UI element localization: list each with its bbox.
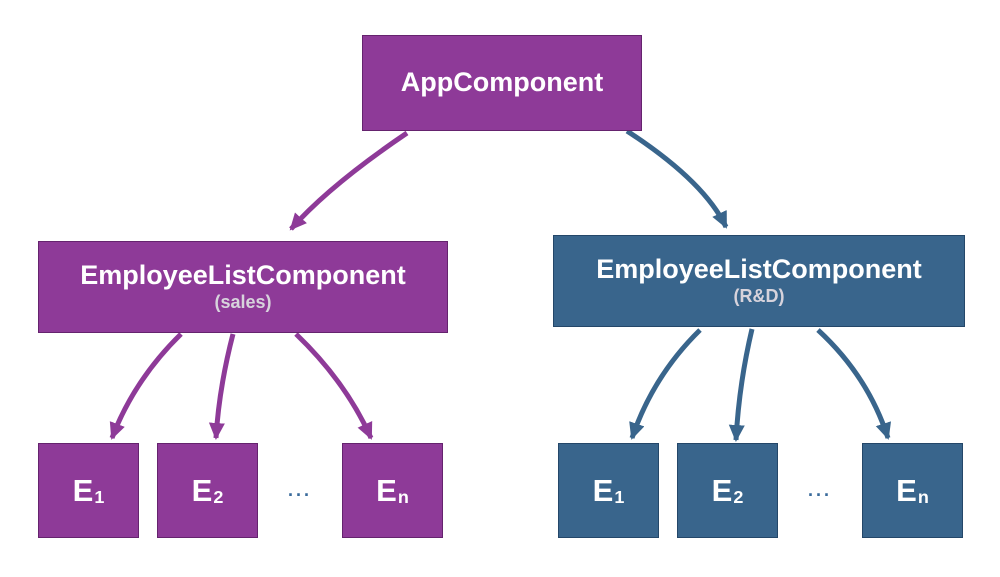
arrow-sales-to-e1	[109, 332, 183, 440]
arrow-rnd-to-e1	[629, 328, 702, 440]
arrow-sales-to-e2	[208, 333, 236, 440]
employee-label: En	[896, 472, 929, 508]
employee-label: E1	[72, 472, 105, 508]
node-subtitle: (R&D)	[733, 286, 785, 307]
node-sales-employee-2: E2	[157, 443, 258, 538]
node-sales-employee-n: En	[342, 443, 443, 538]
node-rnd-employee-n: En	[862, 443, 963, 538]
employee-label: En	[376, 472, 409, 508]
node-subtitle: (sales)	[214, 292, 272, 313]
node-employee-list-rnd: EmployeeListComponent (R&D)	[553, 235, 965, 327]
employee-label: E2	[191, 472, 224, 508]
employee-label: E2	[711, 472, 744, 508]
node-rnd-employee-2: E2	[677, 443, 778, 538]
node-title: AppComponent	[400, 67, 604, 98]
employee-label-subscript: n	[397, 487, 409, 508]
employee-label-subscript: n	[917, 487, 929, 508]
arrow-app-to-sales-list	[289, 130, 409, 231]
node-app-component: AppComponent	[362, 35, 642, 131]
arrow-rnd-to-e2	[728, 328, 755, 442]
arrow-app-to-rnd-list	[625, 128, 729, 229]
arrow-sales-to-en	[294, 332, 374, 440]
ellipsis-rnd: ...	[807, 480, 832, 500]
node-sales-employee-1: E1	[38, 443, 139, 538]
node-title: EmployeeListComponent	[80, 259, 406, 290]
employee-label-subscript: 1	[614, 487, 625, 508]
arrow-rnd-to-en	[816, 328, 892, 440]
employee-label-subscript: 2	[213, 487, 224, 508]
employee-label: E1	[592, 472, 625, 508]
node-employee-list-sales: EmployeeListComponent (sales)	[38, 241, 448, 333]
node-title: EmployeeListComponent	[596, 253, 922, 284]
employee-label-subscript: 1	[94, 487, 105, 508]
employee-label-subscript: 2	[733, 487, 744, 508]
node-rnd-employee-1: E1	[558, 443, 659, 538]
ellipsis-sales: ...	[287, 480, 312, 500]
